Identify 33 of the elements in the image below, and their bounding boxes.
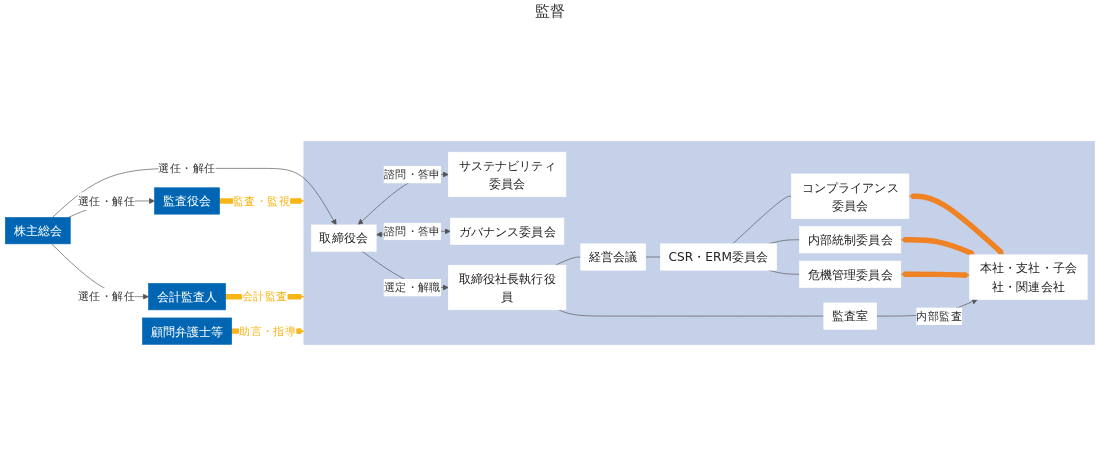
- edge-label: 選任・解任: [158, 161, 216, 175]
- arrow: [900, 271, 970, 278]
- edge-label: 諮問・答申: [383, 167, 441, 181]
- node-box: コンプライアンス委員会: [791, 173, 910, 219]
- arrow: [900, 236, 976, 257]
- node-box: 会計監査人: [148, 283, 226, 311]
- node-box: 株主総会: [5, 217, 71, 245]
- edge-label: 助言・指導: [239, 323, 297, 338]
- edge-label: 選定・解職: [383, 280, 441, 294]
- edge-label: 内部監査: [916, 308, 963, 323]
- node-box: 取締役社長執行役員: [448, 264, 567, 311]
- edge-label: 選任・解任: [77, 289, 136, 303]
- node-box: 監査室: [823, 302, 877, 330]
- cluster: [303, 141, 1095, 345]
- edge-label: 監査・監視: [232, 193, 291, 208]
- arrow: [908, 193, 1005, 256]
- node-box: 監査役会: [154, 187, 220, 215]
- node-box: 取締役会: [310, 224, 377, 252]
- node-box: ガバナンス委員会: [450, 217, 565, 245]
- node-box: 内部統制委員会: [799, 226, 902, 254]
- edge-label: 諮問・答申: [383, 224, 441, 238]
- connector: [732, 195, 792, 245]
- connector: [558, 309, 825, 317]
- edge-label: 選任・解任: [77, 193, 136, 208]
- node-box: CSR・ERM委員会: [660, 243, 777, 271]
- edge-label: 会計監査: [241, 289, 288, 303]
- node-box: 本社・支社・子会社・関連会社: [969, 254, 1088, 300]
- node-box: 危機管理委員会: [799, 260, 902, 288]
- connector: [555, 256, 582, 266]
- note-text: 監督: [535, 2, 565, 20]
- node-box: サステナビリティ委員会: [448, 151, 567, 198]
- node-box: 顧問弁護士等: [142, 317, 232, 345]
- node-box: 経営会議: [580, 243, 646, 271]
